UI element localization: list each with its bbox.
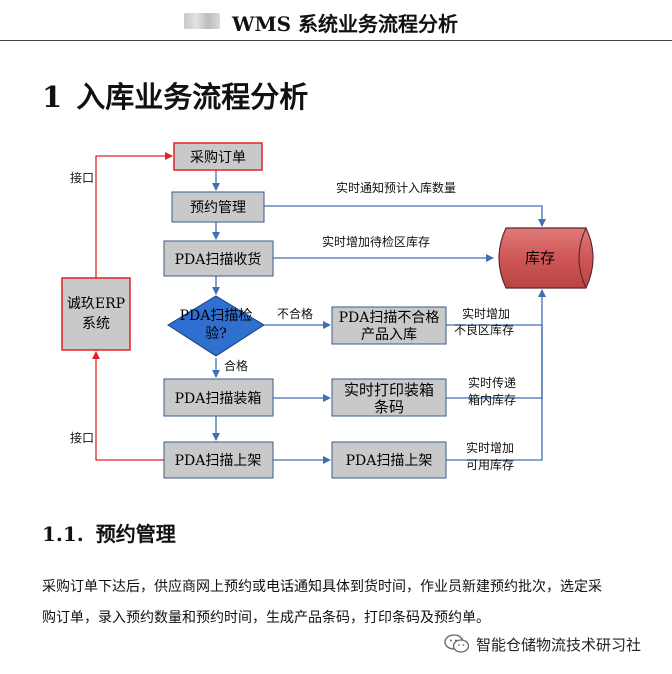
- label-sync-box-2: 箱内库存: [468, 392, 516, 407]
- document-title: WMS 系统业务流程分析: [232, 12, 459, 36]
- reservation-label: 预约管理: [190, 200, 246, 216]
- purchase-order-label: 采购订单: [190, 150, 246, 166]
- label-add-bad-1: 实时增加: [462, 306, 510, 321]
- paragraph-line-2: 购订单，录入预约数量和预约时间，生成产品条码，打印条码及预约单。: [42, 610, 490, 626]
- node-pda-shelf-2: PDA扫描上架: [331, 441, 447, 479]
- node-pda-shelf: PDA扫描上架: [163, 441, 274, 479]
- header-divider: [0, 40, 672, 41]
- pda-pack-label: PDA扫描装箱: [175, 391, 262, 407]
- label-add-bad-2: 不良区库存: [454, 322, 514, 337]
- flow-diagram: 采购订单 预约管理 PDA扫描收货 PDA扫描检 验? PDA扫描不合格 产品入…: [61, 142, 594, 479]
- inspect-label-2: 验?: [205, 326, 227, 342]
- node-inspect-decision: PDA扫描检 验?: [167, 295, 265, 357]
- pda-receive-label: PDA扫描收货: [175, 251, 262, 268]
- pda-shelf-label: PDA扫描上架: [175, 453, 262, 469]
- label-unqualified: 不合格: [277, 306, 313, 321]
- branch-arrows: [264, 321, 331, 464]
- inspect-label-1: PDA扫描检: [180, 308, 253, 324]
- label-add-avail-1: 实时增加: [466, 440, 514, 455]
- label-interface-top: 接口: [70, 170, 94, 185]
- interface-arrow-bottom: [92, 351, 164, 461]
- pda-shelf-2-label: PDA扫描上架: [346, 453, 433, 469]
- node-reject-store: PDA扫描不合格 产品入库: [331, 306, 447, 345]
- reject-label-1: PDA扫描不合格: [339, 310, 440, 326]
- node-reservation: 预约管理: [171, 191, 265, 223]
- section-title: 入库业务流程分析: [76, 80, 309, 114]
- node-purchase-order: 采购订单: [173, 142, 263, 171]
- erp-label-2: 系统: [82, 316, 110, 332]
- interface-arrow-top: [95, 152, 173, 278]
- watermark-text: 智能仓储物流技术研习社: [476, 635, 642, 654]
- reject-label-2: 产品入库: [361, 327, 417, 343]
- subsection-number: 1.1.: [42, 522, 84, 546]
- paragraph-line-1: 采购订单下达后，供应商网上预约或电话通知具体到货时间，作业员新建预约批次，选定采: [42, 579, 602, 595]
- section-number: 1: [42, 80, 63, 114]
- node-pda-pack: PDA扫描装箱: [163, 378, 274, 417]
- erp-interface-lines: [92, 152, 173, 461]
- subsection-title: 预约管理: [95, 522, 176, 546]
- watermark: 智能仓储物流技术研习社: [444, 632, 641, 656]
- document-header: WMS 系统业务流程分析: [0, 0, 672, 44]
- node-inventory: 库存: [498, 227, 594, 289]
- node-erp-system: 诚玖ERP 系统: [61, 277, 131, 351]
- print-label-1: 实时打印装箱: [344, 381, 434, 399]
- erp-label-1: 诚玖ERP: [67, 296, 125, 312]
- wechat-icon: [444, 634, 470, 653]
- inventory-label: 库存: [525, 249, 555, 267]
- label-add-pending: 实时增加待检区库存: [322, 234, 430, 249]
- section-heading: 1 入库业务流程分析: [42, 74, 308, 116]
- subsection-heading: 1.1. 预约管理: [42, 518, 176, 547]
- redacted-logo: [184, 13, 220, 29]
- arrow-collector-to-inventory: [446, 289, 546, 461]
- label-interface-bottom: 接口: [70, 430, 94, 445]
- node-print-label: 实时打印装箱 条码: [331, 378, 447, 417]
- label-notify-expected: 实时通知预计入库数量: [336, 180, 456, 195]
- arrow-reservation-to-inventory: [264, 205, 546, 227]
- print-label-2: 条码: [374, 398, 404, 416]
- edge-labels: 接口 接口 实时通知预计入库数量 实时增加待检区库存 不合格 合格 实时增加 不…: [70, 170, 516, 472]
- label-qualified: 合格: [224, 358, 248, 373]
- label-add-avail-2: 可用库存: [466, 457, 514, 472]
- inventory-arrows: [264, 205, 546, 461]
- node-pda-receive: PDA扫描收货: [163, 240, 274, 277]
- label-sync-box-1: 实时传递: [468, 375, 516, 390]
- body-paragraph: 采购订单下达后，供应商网上预约或电话通知具体到货时间，作业员新建预约批次，选定采…: [42, 572, 622, 634]
